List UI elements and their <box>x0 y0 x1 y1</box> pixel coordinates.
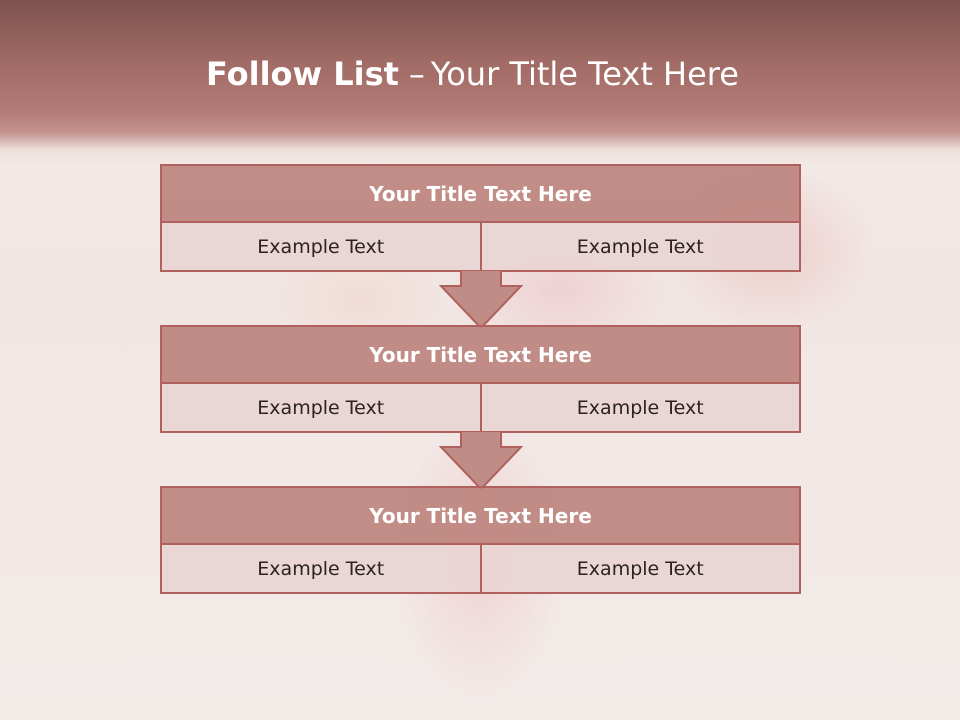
step-cell-right: Example Text <box>479 384 799 431</box>
step-cell-right: Example Text <box>479 223 799 270</box>
down-arrow-icon <box>439 270 523 330</box>
slide-title-separator: – <box>408 55 425 93</box>
step-row: Example Text Example Text <box>162 223 799 270</box>
slide-title-rest: Your Title Text Here <box>430 55 739 93</box>
step-cell-right: Example Text <box>479 545 799 592</box>
slide-title-bold: Follow List <box>206 55 399 93</box>
step-title: Your Title Text Here <box>162 166 799 223</box>
header-band <box>0 0 960 165</box>
step-title: Your Title Text Here <box>162 488 799 545</box>
step-cell-left: Example Text <box>162 223 480 270</box>
step-row: Example Text Example Text <box>162 545 799 592</box>
step-box-1: Your Title Text Here Example Text Exampl… <box>160 164 801 272</box>
step-box-3: Your Title Text Here Example Text Exampl… <box>160 486 801 594</box>
step-box-2: Your Title Text Here Example Text Exampl… <box>160 325 801 433</box>
step-cell-left: Example Text <box>162 545 480 592</box>
slide-title: Follow List–Your Title Text Here <box>0 55 945 93</box>
down-arrow-icon <box>439 431 523 491</box>
step-title: Your Title Text Here <box>162 327 799 384</box>
step-cell-left: Example Text <box>162 384 480 431</box>
step-row: Example Text Example Text <box>162 384 799 431</box>
